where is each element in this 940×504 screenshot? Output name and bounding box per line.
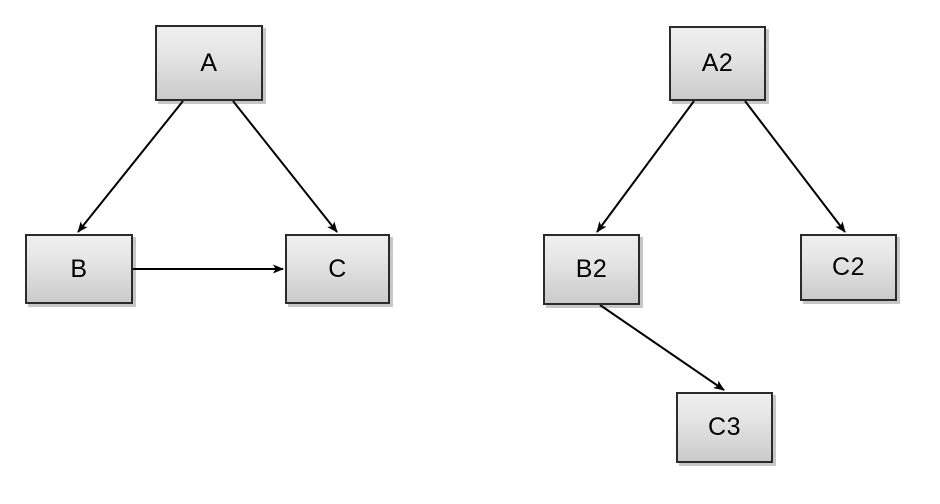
node-label-a2: A2 xyxy=(701,49,734,77)
node-c2[interactable]: C2 xyxy=(800,234,897,301)
edge-a2-to-b2 xyxy=(596,100,695,233)
node-label-c2: C2 xyxy=(832,253,865,281)
node-c[interactable]: C xyxy=(285,234,390,304)
node-label-b2: B2 xyxy=(575,255,608,283)
node-b2[interactable]: B2 xyxy=(543,234,640,305)
edge-a2-to-c2 xyxy=(744,100,846,233)
node-label-c: C xyxy=(328,254,347,283)
node-a2[interactable]: A2 xyxy=(669,26,766,101)
node-label-a: A xyxy=(200,48,218,77)
node-label-c3: C3 xyxy=(708,413,741,441)
node-b[interactable]: B xyxy=(25,234,133,304)
node-c3[interactable]: C3 xyxy=(676,392,773,463)
edge-b2-to-c3 xyxy=(599,304,725,391)
node-label-b: B xyxy=(70,254,88,283)
node-a[interactable]: A xyxy=(155,25,263,101)
edge-a-to-c xyxy=(232,100,338,233)
edges-group xyxy=(77,100,846,391)
edge-a-to-b xyxy=(77,100,184,233)
